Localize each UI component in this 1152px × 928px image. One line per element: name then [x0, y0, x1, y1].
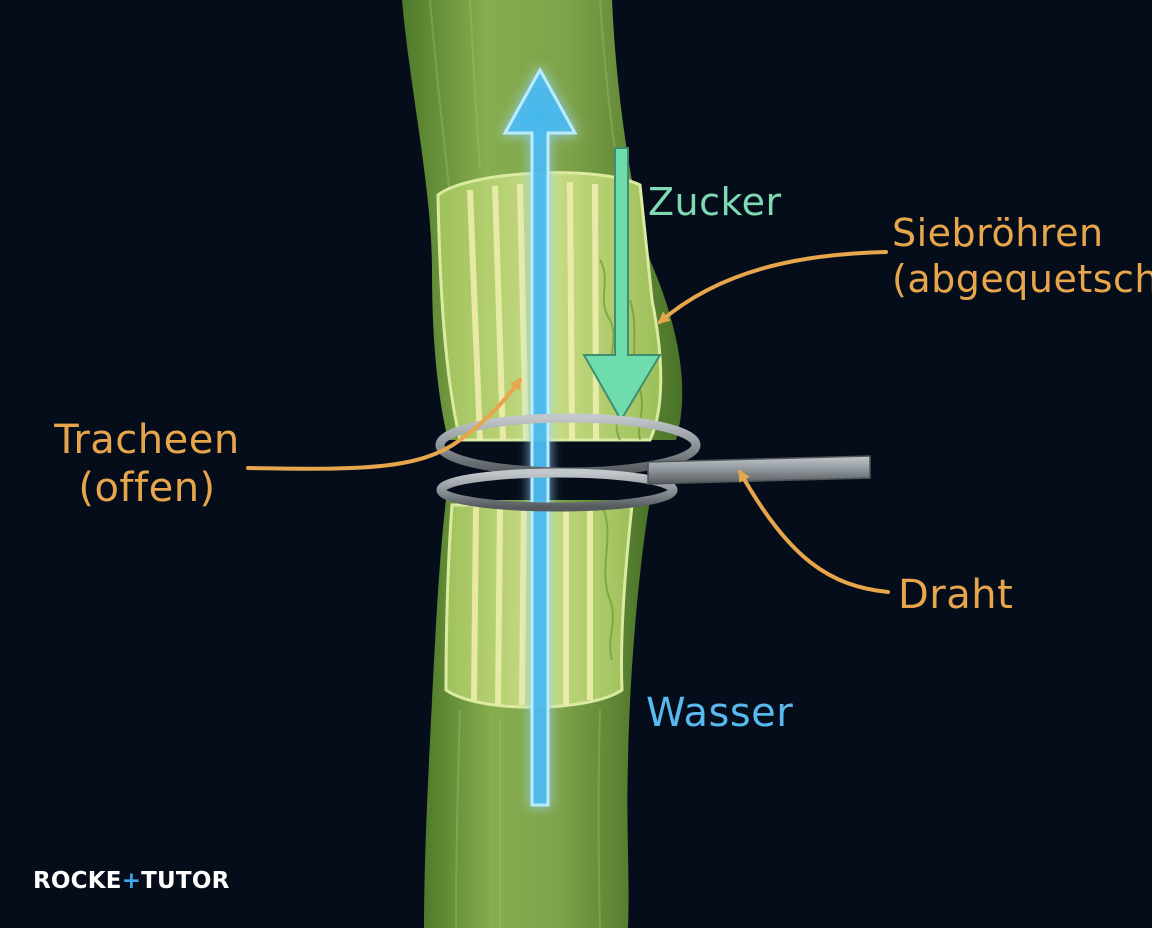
rocket-tutor-logo: ROCKE+TUTOR [33, 868, 230, 894]
siebroehren-label-line1: Siebröhren [892, 211, 1104, 255]
sugar-arrow [582, 147, 662, 422]
tracheen-label-line2: (offen) [78, 465, 216, 511]
logo-plus: + [121, 868, 142, 894]
pointer-arrows [246, 250, 890, 594]
water-arrow [502, 66, 578, 807]
tracheen-label-line1: Tracheen [54, 417, 240, 463]
tracheen-pointer [246, 377, 522, 471]
logo-part2: TUTOR [141, 868, 230, 894]
siebroehren-label: Siebröhren (abgequetscht) [892, 210, 1152, 302]
draht-pointer [738, 469, 890, 594]
draht-label: Draht [898, 572, 1014, 618]
wire [435, 413, 871, 512]
zucker-label: Zucker [648, 180, 782, 224]
logo-part1: ROCKE [33, 868, 122, 894]
siebroehren-label-line2: (abgequetscht) [892, 257, 1152, 301]
wasser-label: Wasser [646, 690, 794, 736]
tracheen-label: Tracheen (offen) [52, 416, 242, 512]
siebroehren-pointer [657, 250, 888, 324]
